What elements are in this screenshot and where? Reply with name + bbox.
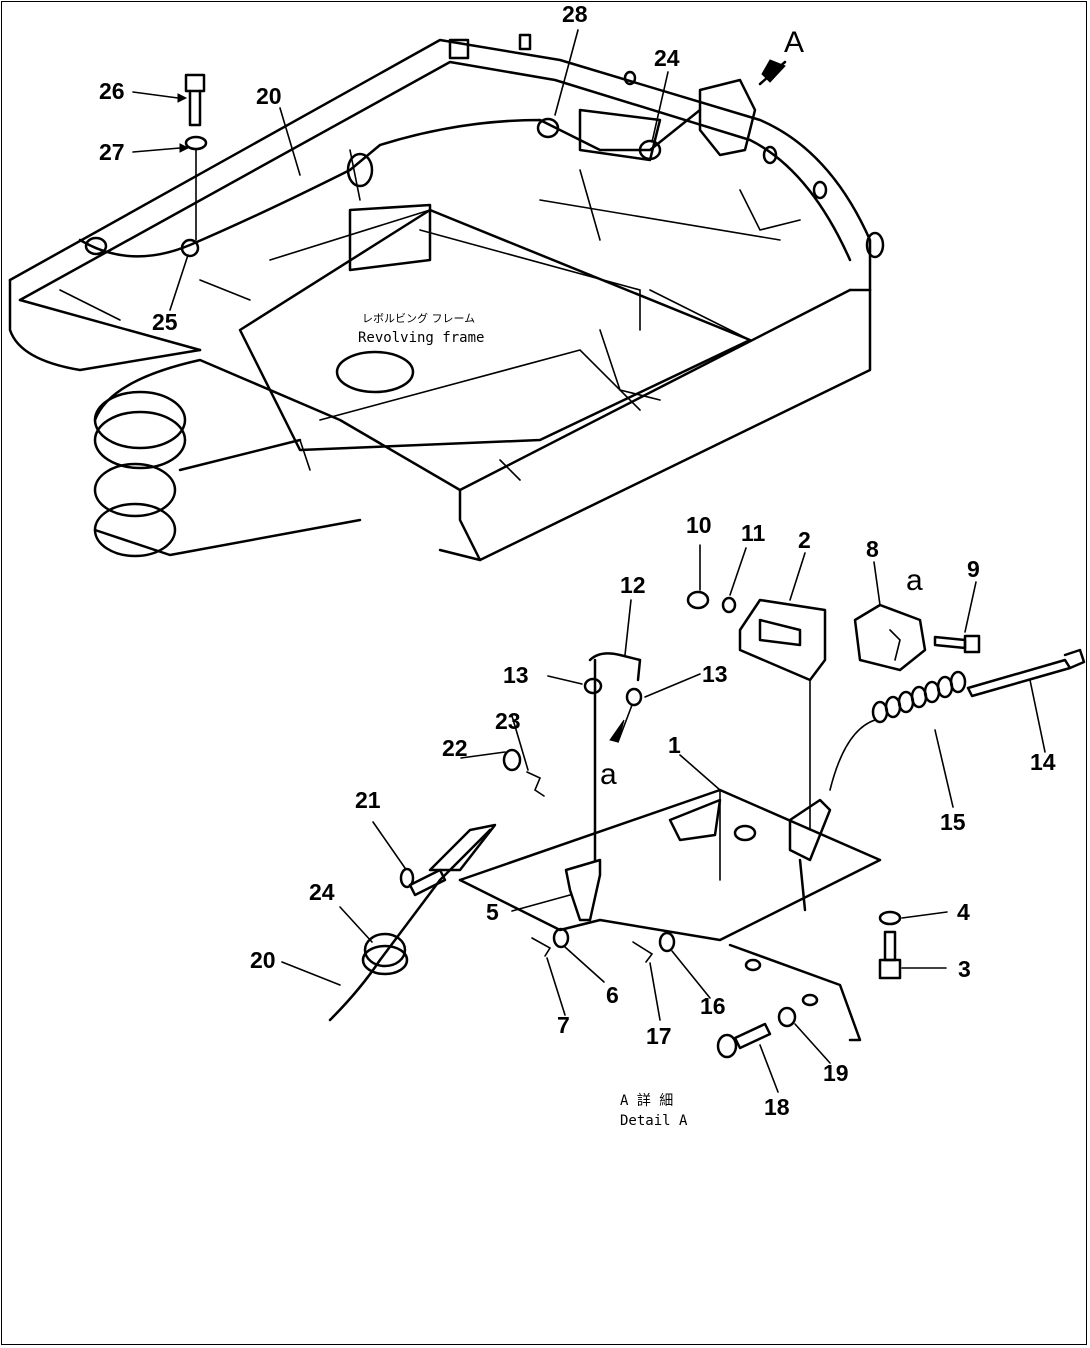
callout-24-lower: 24 xyxy=(309,879,335,905)
revolving-frame xyxy=(8,33,885,562)
callout-labels: 26 27 20 25 28 24 10 11 2 8 9 12 13 13 2… xyxy=(99,1,1056,1120)
sub-ref-a-upper: a xyxy=(906,564,923,597)
callout-6: 6 xyxy=(606,982,619,1008)
callout-24-upper: 24 xyxy=(654,45,680,71)
view-label-a: A xyxy=(784,26,804,59)
callout-4: 4 xyxy=(957,899,970,925)
callout-11: 11 xyxy=(741,520,766,546)
callout-18: 18 xyxy=(764,1094,790,1120)
callout-28: 28 xyxy=(562,1,588,27)
callout-8: 8 xyxy=(866,536,879,562)
callout-16: 16 xyxy=(700,993,726,1019)
callout-10: 10 xyxy=(686,512,712,538)
detail-label-jp: A 詳 細 xyxy=(620,1093,673,1109)
callout-20-lower: 20 xyxy=(250,947,276,973)
callout-21: 21 xyxy=(355,787,381,813)
spring-15 xyxy=(871,670,967,724)
sub-ref-a-lower: a xyxy=(600,758,617,791)
callout-12: 12 xyxy=(620,572,646,598)
callout-14: 14 xyxy=(1030,749,1056,775)
frame-label-jp: レボルビング フレーム xyxy=(362,311,475,325)
detail-label-en: Detail A xyxy=(620,1113,688,1129)
callout-17: 17 xyxy=(646,1023,672,1049)
callout-3: 3 xyxy=(958,956,971,982)
callout-13-right: 13 xyxy=(702,661,728,687)
callout-19: 19 xyxy=(823,1060,849,1086)
view-arrow-a xyxy=(758,59,787,86)
callout-25: 25 xyxy=(152,309,178,335)
callout-22: 22 xyxy=(442,735,468,761)
callout-13-left: 13 xyxy=(503,662,529,688)
frame-label-en: Revolving frame xyxy=(358,330,484,346)
callout-26: 26 xyxy=(99,78,125,104)
callout-27: 27 xyxy=(99,139,125,165)
leader-lines xyxy=(132,29,1046,1093)
callout-5: 5 xyxy=(486,899,499,925)
callout-23: 23 xyxy=(495,708,521,734)
callout-1: 1 xyxy=(668,732,681,758)
callout-20-upper: 20 xyxy=(256,83,282,109)
callout-7: 7 xyxy=(557,1012,570,1038)
callout-9: 9 xyxy=(967,556,980,582)
callout-15: 15 xyxy=(940,809,966,835)
callout-2: 2 xyxy=(798,527,811,553)
